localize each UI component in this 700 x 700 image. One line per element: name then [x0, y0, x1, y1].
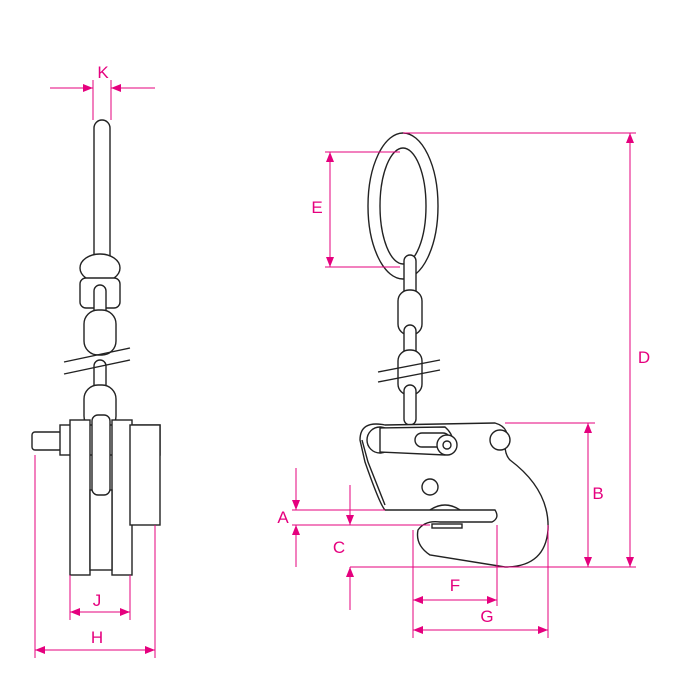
break-line [63, 347, 131, 363]
dimension-label-b: B [592, 484, 604, 503]
dimension-label-h: H [90, 628, 104, 647]
dimension-label-g: G [480, 607, 494, 626]
break-line [63, 359, 131, 375]
dimension-label-j: J [92, 591, 102, 610]
side-view [31, 119, 161, 576]
dimension-label-c: C [332, 538, 346, 557]
break-line [377, 359, 441, 373]
dimension-label-f: F [449, 576, 461, 595]
break-line [377, 369, 441, 383]
side-plate [111, 419, 133, 576]
master-link-side [93, 119, 111, 271]
side-plate [69, 419, 91, 576]
dimension-lines [34, 80, 636, 658]
handle [31, 431, 63, 451]
front-view [359, 132, 549, 568]
dimension-label-d: D [637, 348, 651, 367]
dimension-label-k: K [97, 63, 109, 82]
dimension-label-a: A [277, 508, 289, 527]
dimension-label-e: E [311, 198, 323, 217]
